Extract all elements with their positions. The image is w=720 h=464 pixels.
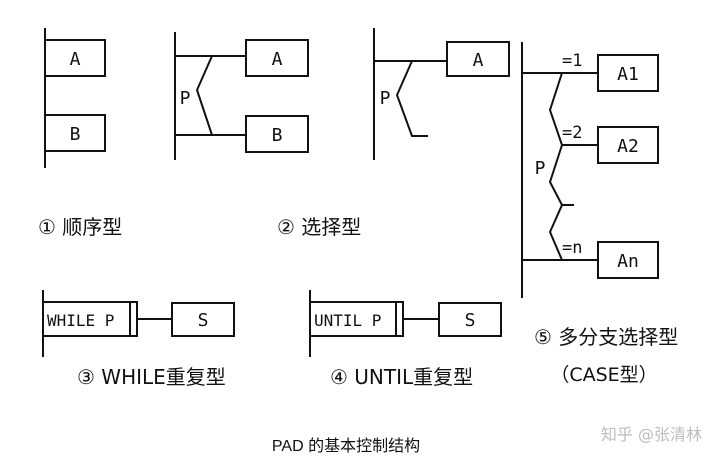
single-condition-shape	[374, 60, 428, 137]
selection-box-a-label: A	[272, 49, 283, 70]
case-box-a2-label: A2	[617, 136, 639, 157]
single-condition-label: P	[380, 88, 391, 109]
sequence-structure	[44, 28, 106, 168]
case-subcaption: （CASE型）	[550, 364, 657, 386]
case-condition-label: P	[535, 158, 546, 179]
sequence-box-b-label: B	[70, 124, 81, 145]
selection-structure	[174, 32, 309, 160]
selection-condition-shape	[175, 55, 214, 136]
until-body-label: S	[465, 310, 476, 331]
while-structure	[42, 290, 235, 357]
case-box-an	[597, 241, 659, 279]
while-body-label: S	[198, 310, 209, 331]
selection-box-b	[245, 115, 309, 153]
sequence-caption: ① 顺序型	[38, 215, 122, 239]
watermark: 知乎 @张清林	[601, 425, 702, 444]
case-box-a1-label: A1	[617, 64, 639, 85]
case-condition-shape	[548, 72, 564, 261]
figure-caption: PAD 的基本控制结构	[272, 437, 420, 455]
case-branch-value-1: =1	[562, 51, 582, 71]
while-condition-box	[42, 301, 138, 337]
sequence-box-a	[44, 39, 106, 77]
sequence-box-b	[44, 114, 106, 152]
case-box-an-label: An	[617, 251, 639, 272]
until-condition-box	[309, 301, 404, 337]
selection-box-a	[245, 39, 309, 77]
selection-caption: ② 选择型	[277, 215, 361, 239]
case-box-a1	[597, 54, 659, 92]
case-caption: ⑤ 多分支选择型	[534, 325, 678, 349]
until-condition-label: UNTIL P	[314, 311, 381, 330]
while-body-box	[171, 302, 235, 337]
until-body-box	[438, 302, 502, 337]
while-caption: ③ WHILE重复型	[77, 365, 226, 389]
sequence-box-a-label: A	[70, 49, 81, 70]
single-branch-structure	[373, 28, 510, 160]
case-structure	[521, 42, 659, 298]
single-box-a-label: A	[473, 50, 484, 71]
while-condition-label: WHILE P	[47, 311, 114, 330]
case-box-a2	[597, 126, 659, 164]
single-box-a	[446, 41, 510, 77]
until-caption: ④ UNTIL重复型	[330, 365, 473, 389]
selection-box-b-label: B	[272, 125, 283, 146]
case-branch-value-n: =n	[562, 238, 582, 258]
until-structure	[309, 290, 502, 357]
selection-condition-label: P	[180, 88, 191, 109]
case-branch-value-2: =2	[562, 123, 582, 143]
